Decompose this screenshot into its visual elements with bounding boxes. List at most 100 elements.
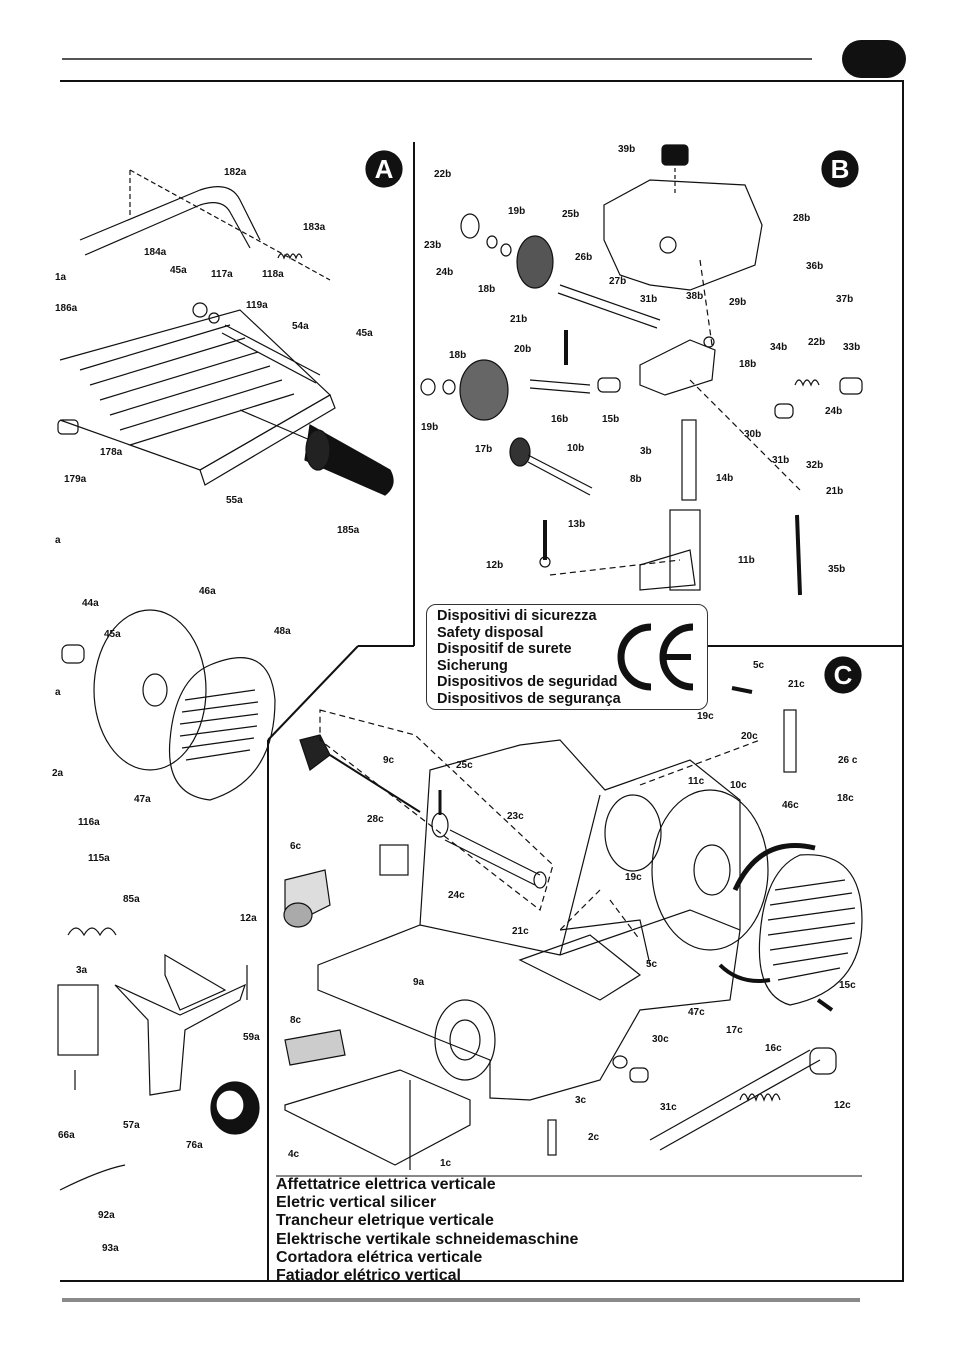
part-label-b-10: 36b (806, 261, 823, 272)
part-label-c-18: 15c (839, 980, 856, 991)
part-label-a-9: 45a (356, 328, 373, 339)
part-label-b-36: 12b (486, 560, 503, 571)
part-label-a-18: 46a (199, 586, 216, 597)
part-label-c-13: 6c (290, 841, 302, 852)
part-label-a-1: 183a (303, 222, 326, 233)
part-label-c-21: 17c (726, 1025, 743, 1036)
part-label-b-22: 24b (825, 406, 842, 417)
title-en: Eletric vertical silicer (276, 1194, 437, 1212)
title-fr: Trancheur eletrique verticale (276, 1212, 494, 1230)
part-label-c-25: 3c (575, 1095, 587, 1106)
section-b-parts (420, 144, 863, 596)
part-label-b-19: 33b (843, 342, 860, 353)
part-label-c-27: 12c (834, 1100, 851, 1111)
part-label-a-28: 59a (243, 1032, 260, 1043)
section-b-badge: B (821, 150, 859, 188)
part-label-b-6: 24b (436, 267, 453, 278)
part-label-b-28: 3b (640, 446, 652, 457)
title-de: Elektrische vertikale schneidemaschine (276, 1230, 579, 1248)
part-label-a-30: 76a (186, 1140, 203, 1151)
part-label-c-2: 19c (697, 711, 714, 722)
part-label-b-25: 15b (602, 414, 619, 425)
part-label-c-22: 16c (765, 1043, 782, 1054)
diagram-frame (60, 80, 904, 1282)
part-label-a-10: 178a (100, 447, 123, 458)
safety-devices-text: Dispositivi di sicurezza Safety disposal… (437, 608, 621, 708)
part-label-b-21: 18b (739, 359, 756, 370)
safety-line-pt: Dispositivos de segurança (437, 690, 621, 707)
part-label-c-5: 9c (383, 755, 395, 766)
part-label-b-37: 11b (738, 555, 755, 566)
part-label-b-23: 19b (421, 422, 438, 433)
panel-dividers (267, 142, 902, 1280)
safety-devices-box: Dispositivi di sicurezza Safety disposal… (426, 604, 708, 710)
safety-line-es: Dispositivos de seguridad (437, 674, 618, 691)
part-label-c-20: 47c (688, 1007, 705, 1018)
part-label-b-3: 25b (562, 209, 579, 220)
part-label-a-17: 45a (104, 629, 121, 640)
part-label-a-14: 1a (55, 272, 67, 283)
part-label-c-30: 1c (440, 1158, 452, 1169)
section-a-parts (57, 169, 394, 1191)
part-label-b-9: 27b (609, 276, 626, 287)
part-label-b-7: 18b (478, 284, 495, 295)
part-label-b-26: 17b (475, 444, 492, 455)
part-label-b-16: 20b (514, 344, 531, 355)
part-label-a-20: 47a (134, 794, 151, 805)
part-label-c-28: 2c (588, 1132, 600, 1143)
part-label-c-9: 18c (837, 793, 854, 804)
part-label-c-19: 9a (413, 977, 425, 988)
part-label-a-7: 186a (55, 303, 78, 314)
part-label-a-5: 118a (262, 269, 284, 280)
part-label-c-6: 25c (456, 760, 473, 771)
part-label-a-2: 184a (144, 247, 167, 258)
part-label-a-24: 115a (88, 853, 110, 864)
part-label-b-27: 30b (744, 429, 761, 440)
section-c-parts (283, 686, 863, 1170)
part-label-b-18: 22b (808, 337, 825, 348)
part-label-a-15: a (55, 535, 61, 546)
part-label-b-8: 26b (575, 252, 592, 263)
part-label-a-3: 45a (170, 265, 187, 276)
part-label-b-30: 32b (806, 460, 823, 471)
page-tab-marker (842, 40, 906, 78)
part-label-a-13: 185a (337, 525, 360, 536)
part-label-b-31: 10b (567, 443, 584, 454)
part-label-a-23: 116a (78, 817, 100, 828)
part-label-c-11: 23c (507, 811, 524, 822)
part-label-a-0: 182a (224, 167, 247, 178)
safety-line-it: Dispositivi di sicurezza (437, 608, 597, 624)
part-label-b-14: 29b (729, 297, 746, 308)
part-label-c-3: 20c (741, 731, 758, 742)
footer-rule (62, 1298, 860, 1302)
part-label-a-29: 57a (123, 1120, 140, 1131)
part-label-a-27: 12a (240, 913, 257, 924)
svg-text:B: B (831, 154, 850, 184)
part-label-c-12: 46c (782, 800, 799, 811)
part-label-b-17: 34b (770, 342, 787, 353)
part-label-b-15: 21b (510, 314, 527, 325)
part-label-a-31: 66a (58, 1130, 75, 1141)
part-label-c-0: 5c (753, 660, 765, 671)
part-label-c-29: 4c (288, 1149, 300, 1160)
part-label-b-2: 19b (508, 206, 525, 217)
part-label-c-8: 10c (730, 780, 747, 791)
section-c-badge: C (824, 656, 862, 694)
title-it: Affettatrice elettrica verticale (276, 1176, 496, 1193)
part-label-a-12: 55a (226, 495, 243, 506)
part-label-b-35: 13b (568, 519, 585, 530)
part-label-a-8: 54a (292, 321, 309, 332)
part-label-b-11: 37b (836, 294, 853, 305)
part-label-b-0: 39b (618, 144, 635, 155)
part-label-c-1: 21c (788, 679, 805, 690)
part-label-b-20: 18b (449, 350, 466, 361)
section-a-badge: A (365, 150, 403, 188)
part-label-c-26: 31c (660, 1102, 677, 1113)
product-titles: Affettatrice elettrica verticale Eletric… (276, 1176, 578, 1285)
part-label-b-32: 8b (630, 474, 642, 485)
part-label-b-34: 21b (826, 486, 843, 497)
svg-text:A: A (375, 154, 394, 184)
part-label-c-4: 26 c (838, 755, 858, 766)
